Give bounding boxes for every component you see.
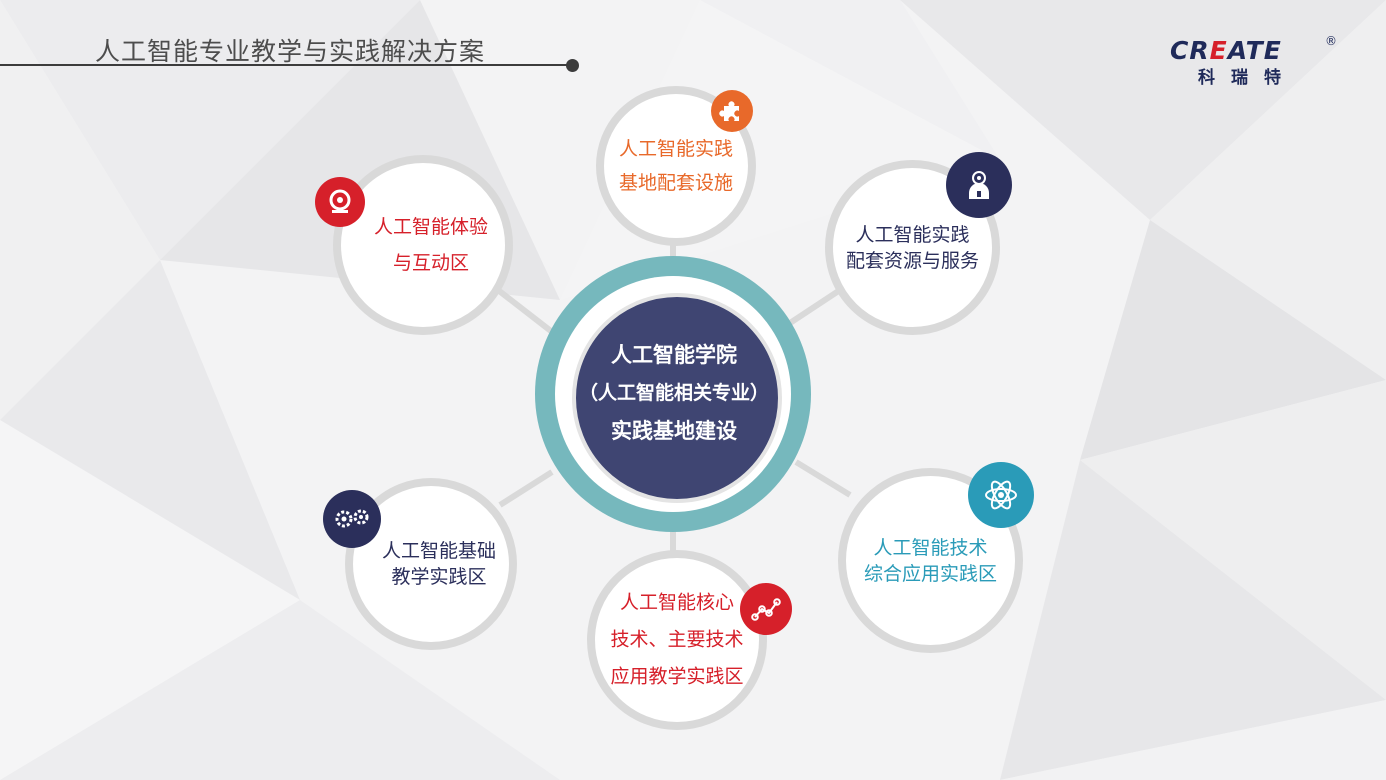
center-label: 人工智能学院 （人工智能相关专业） 实践基地建设 — [544, 336, 804, 450]
title-underline — [0, 64, 572, 66]
node-practice-facilities-line2: 基地配套设施 — [618, 172, 733, 194]
node-experience-zone: 人工智能体验 与互动区 — [333, 155, 513, 335]
node-core-tech-zone-line1: 人工智能核心 — [619, 591, 734, 614]
node-core-tech-zone: 人工智能核心 技术、主要技术 应用教学实践区 — [587, 550, 767, 730]
node-integrated-application-zone-line2: 综合应用实践区 — [863, 562, 997, 585]
title-underline-dot — [566, 59, 579, 72]
center-line3: 实践基地建设 — [611, 419, 737, 443]
node-resources-services-line1: 人工智能实践 — [855, 223, 970, 246]
gears-icon — [323, 490, 381, 548]
node-core-tech-zone-line3: 应用教学实践区 — [610, 665, 744, 688]
node-integrated-application-zone: 人工智能技术 综合应用实践区 — [838, 468, 1023, 653]
atom-icon — [968, 462, 1034, 528]
alarm-bell-icon — [315, 177, 365, 227]
node-resources-services-line2: 配套资源与服务 — [845, 249, 979, 272]
center-line1: 人工智能学院 — [611, 343, 737, 367]
node-basic-teaching-zone-line2: 教学实践区 — [391, 566, 487, 588]
center-line2: （人工智能相关专业） — [578, 382, 769, 404]
center-core-circle — [572, 293, 782, 503]
page-title: 人工智能专业教学与实践解决方案 — [95, 37, 486, 66]
node-experience-zone-line2: 与互动区 — [392, 252, 469, 274]
engineer-icon — [946, 152, 1012, 218]
logo-chinese-name: 科瑞特 — [1198, 68, 1297, 88]
node-integrated-application-zone-line1: 人工智能技术 — [873, 536, 988, 559]
logo-registered-mark: ® — [1325, 34, 1337, 48]
node-experience-zone-line1: 人工智能体验 — [373, 216, 488, 238]
node-practice-facilities-line1: 人工智能实践 — [618, 138, 733, 160]
puzzle-icon — [711, 90, 753, 132]
logo-wordmark: CREATE — [1170, 36, 1282, 65]
node-core-tech-zone-line2: 技术、主要技术 — [610, 628, 744, 651]
trend-chart-icon — [740, 583, 792, 635]
node-basic-teaching-zone-line1: 人工智能基础 — [381, 540, 496, 562]
create-logo: CREATE ® 科瑞特 — [1170, 34, 1350, 90]
